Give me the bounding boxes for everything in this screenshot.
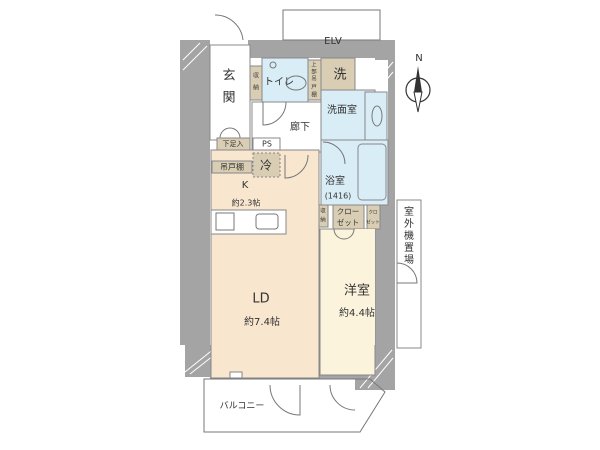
pipe-space [252, 137, 281, 151]
shoe-cabinet [216, 137, 251, 151]
outdoor-unit-char: 機 [404, 229, 414, 242]
ld-label: LD [252, 292, 269, 307]
kitchen-sink-icon [255, 213, 279, 230]
closet-label: クロー [337, 207, 360, 216]
entrance-label: 玄 [222, 69, 235, 84]
bathtub-icon [357, 143, 387, 201]
storage-label-2: 納 [253, 84, 259, 92]
kitchen-label: K [242, 180, 249, 191]
ld-size: 約7.4帖 [244, 315, 280, 328]
storage-label: 収 [253, 73, 259, 80]
closet-label-2: ゼット [337, 217, 360, 227]
washer-space [320, 57, 356, 91]
cabinet-char: 吊 [311, 76, 317, 83]
outdoor-unit-char: 室 [404, 205, 414, 218]
washroom-label: 洗面室 [327, 103, 357, 116]
ps-label: PS [262, 140, 272, 149]
fridge-label: 冷 [260, 159, 272, 173]
cabinet-char: 戸 [311, 84, 317, 91]
north-label: N [415, 53, 422, 64]
elevator [282, 9, 381, 41]
shoe-cabinet-label: 下足入 [223, 140, 244, 148]
hanging-cabinet [211, 160, 253, 174]
cabinet-char: 上 [311, 61, 317, 69]
stove-icon [215, 212, 235, 231]
storage-small-label-2: 納 [320, 216, 326, 224]
outdoor-unit-space [396, 199, 422, 349]
western-room-label: 洋室 [344, 283, 370, 299]
outdoor-unit-char: 置 [404, 242, 414, 254]
kitchen-size: 約2.3帖 [232, 198, 261, 208]
fridge-space [252, 152, 281, 178]
washer-label: 洗 [333, 68, 346, 83]
closet-small-label-2: ゼット [366, 219, 380, 226]
elv-label: ELV [324, 36, 342, 47]
hanging-cabinet-label: 吊戸棚 [220, 162, 244, 172]
walls [180, 40, 395, 390]
closet-small-label: クロ [369, 210, 378, 216]
toilet-label: トイレ [264, 77, 294, 88]
balcony-label: バルコニー [220, 401, 265, 412]
hallway-label: 廊下 [290, 120, 310, 133]
cabinet-char: 部 [311, 68, 317, 76]
entrance-door[interactable] [214, 14, 244, 41]
balcony [203, 378, 386, 433]
outdoor-unit-char: 場 [404, 253, 414, 266]
entrance-label-2: 関 [222, 91, 235, 106]
western-room-size: 約4.4帖 [339, 306, 375, 319]
bathroom-size: (1416) [325, 192, 352, 201]
north-arrow-icon: N [405, 53, 431, 113]
sink-icon [371, 105, 383, 127]
living-dining-kitchen [210, 149, 320, 379]
storage-small-label: 収 [320, 208, 326, 215]
storage-entrance [249, 65, 263, 101]
bathroom-label: 浴室 [325, 174, 345, 187]
outdoor-unit-char: 外 [404, 218, 414, 230]
cabinet-char: 棚 [311, 91, 317, 99]
storage-small [318, 204, 329, 228]
